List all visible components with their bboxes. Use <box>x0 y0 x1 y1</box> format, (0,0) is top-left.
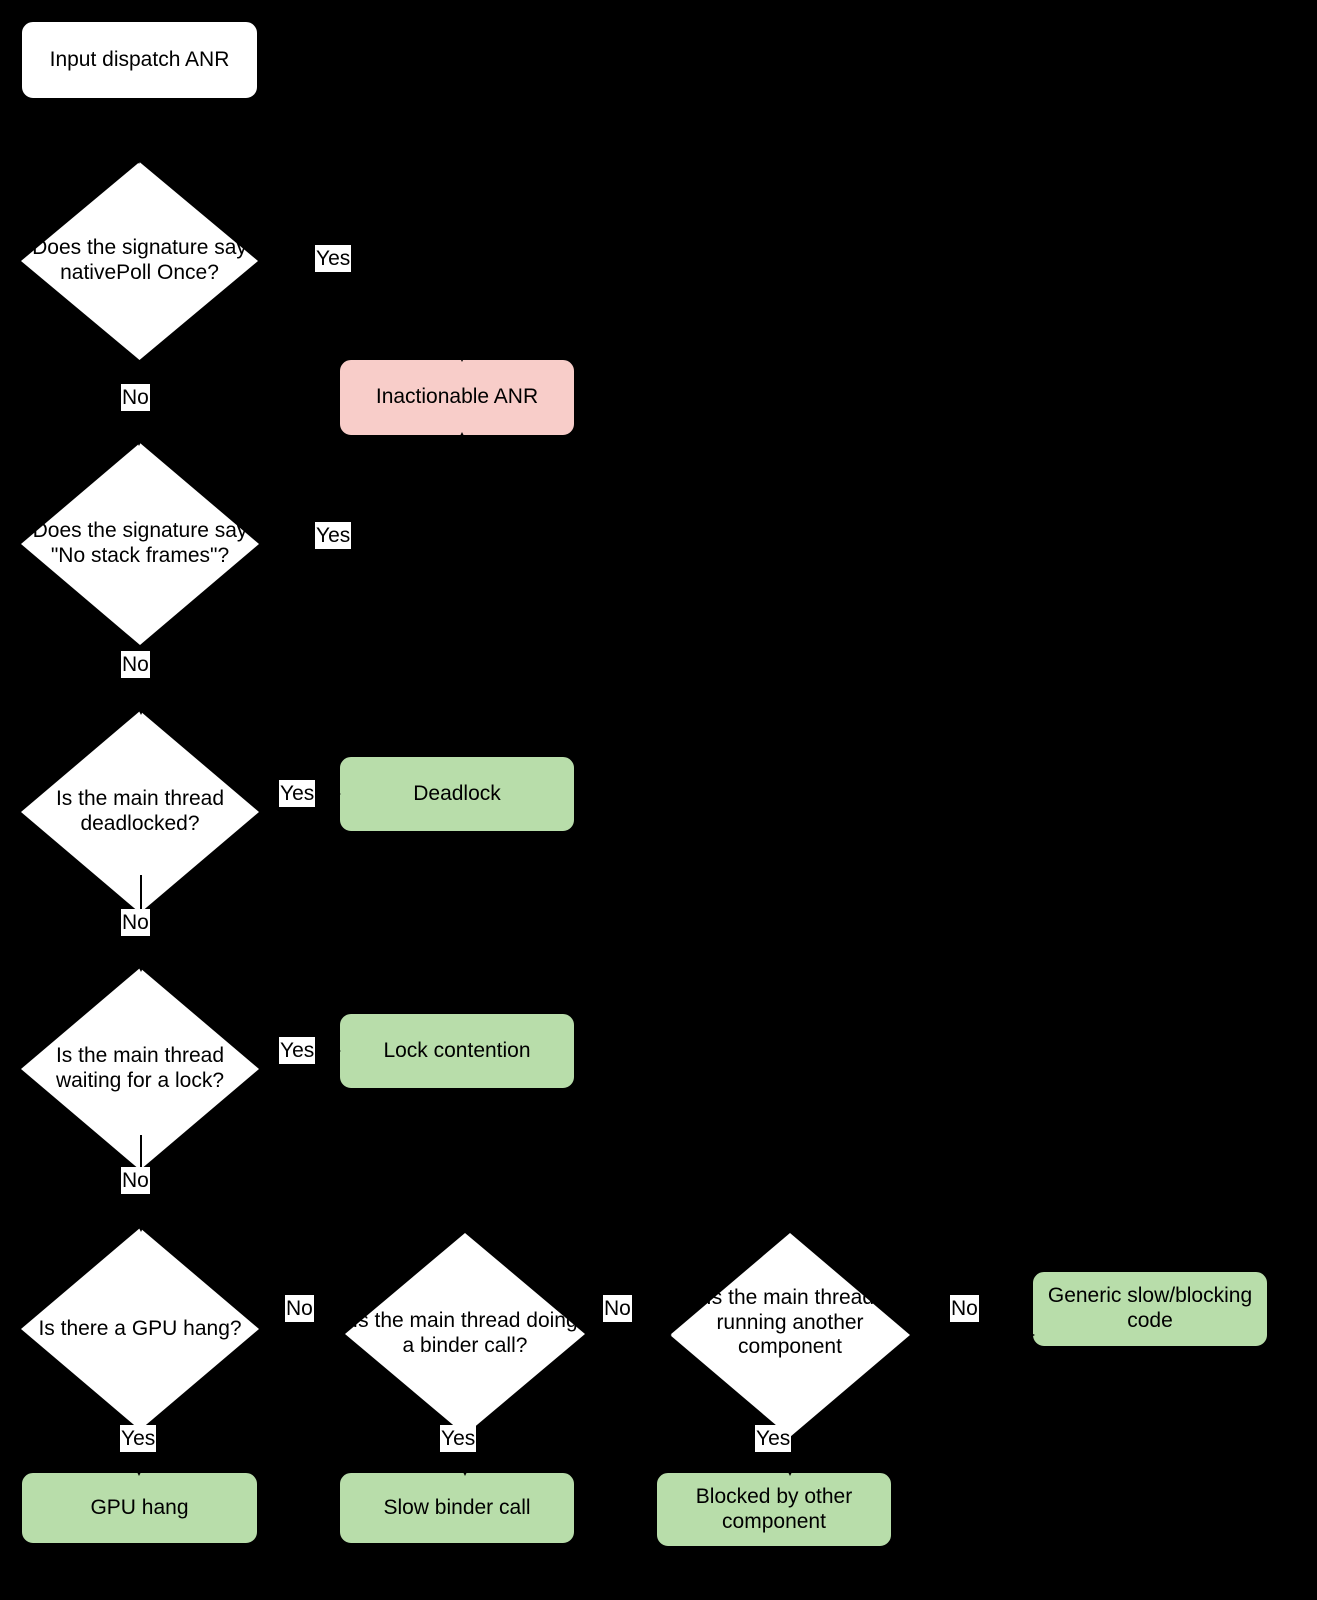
node-label: Inactionable ANR <box>375 385 539 409</box>
edge-label-gpu-hang-yes: Yes <box>120 1425 157 1453</box>
node-blocked-by-other-component[interactable]: Blocked by other component <box>656 1472 892 1547</box>
node-decision-binder-call[interactable]: Is the main thread doing a binder call? <box>345 1233 585 1435</box>
node-label: Is the main thread waiting for a lock? <box>55 1044 225 1092</box>
node-decision-nativepollonce[interactable]: Does the signature say nativePoll Once? <box>21 162 258 360</box>
node-label: Generic slow/blocking code <box>1047 1284 1253 1332</box>
edge-label-waiting-for-lock-yes: Yes <box>279 1037 316 1065</box>
node-label: Is the main thread running another compo… <box>705 1285 875 1359</box>
node-input-dispatch-anr[interactable]: Input dispatch ANR <box>21 21 258 99</box>
node-decision-running-another-component[interactable]: Is the main thread running another compo… <box>670 1233 910 1437</box>
node-decision-gpu-hang[interactable]: Is there a GPU hang? <box>21 1228 259 1430</box>
node-label: Slow binder call <box>383 1495 531 1519</box>
edge-label-another-component-yes: Yes <box>755 1425 792 1453</box>
node-deadlock[interactable]: Deadlock <box>339 756 575 832</box>
node-label: Deadlock <box>413 781 501 805</box>
node-inactionable-anr[interactable]: Inactionable ANR <box>339 359 575 436</box>
edge-label-gpu-hang-no: No <box>285 1295 314 1323</box>
edge-label-deadlocked-no: No <box>121 909 150 937</box>
node-label: Lock contention <box>383 1038 531 1062</box>
node-label: Blocked by other component <box>695 1484 853 1533</box>
edge-label-binder-call-yes: Yes <box>440 1425 477 1453</box>
node-label: Does the signature say nativePoll Once? <box>32 236 247 284</box>
node-label: Does the signature say "No stack frames"… <box>32 519 248 567</box>
node-gpu-hang[interactable]: GPU hang <box>21 1472 258 1544</box>
node-lock-contention[interactable]: Lock contention <box>339 1013 575 1089</box>
node-decision-no-stack-frames[interactable]: Does the signature say "No stack frames"… <box>21 443 259 645</box>
edge-label-no-stack-frames-no: No <box>121 651 150 679</box>
node-decision-waiting-for-lock[interactable]: Is the main thread waiting for a lock? <box>21 968 259 1170</box>
node-decision-main-thread-deadlocked[interactable]: Is the main thread deadlocked? <box>21 711 259 913</box>
node-label: Is the main thread deadlocked? <box>55 787 225 835</box>
node-label: Is there a GPU hang? <box>38 1316 242 1340</box>
node-generic-slow-blocking-code[interactable]: Generic slow/blocking code <box>1032 1271 1268 1347</box>
edge-label-no-stack-frames-yes: Yes <box>315 522 352 550</box>
node-label: Is the main thread doing a binder call? <box>352 1309 578 1357</box>
edge-label-binder-call-no: No <box>603 1295 632 1323</box>
edge-label-nativepollonce-no: No <box>121 384 150 412</box>
node-label: Input dispatch ANR <box>49 47 230 71</box>
edge-label-another-component-no: No <box>950 1295 979 1323</box>
edge-label-deadlocked-yes: Yes <box>279 780 316 808</box>
node-label: GPU hang <box>90 1495 189 1519</box>
node-slow-binder-call[interactable]: Slow binder call <box>339 1472 575 1544</box>
edge-label-waiting-for-lock-no: No <box>121 1167 150 1195</box>
edge-label-nativepollonce-yes: Yes <box>315 245 352 273</box>
